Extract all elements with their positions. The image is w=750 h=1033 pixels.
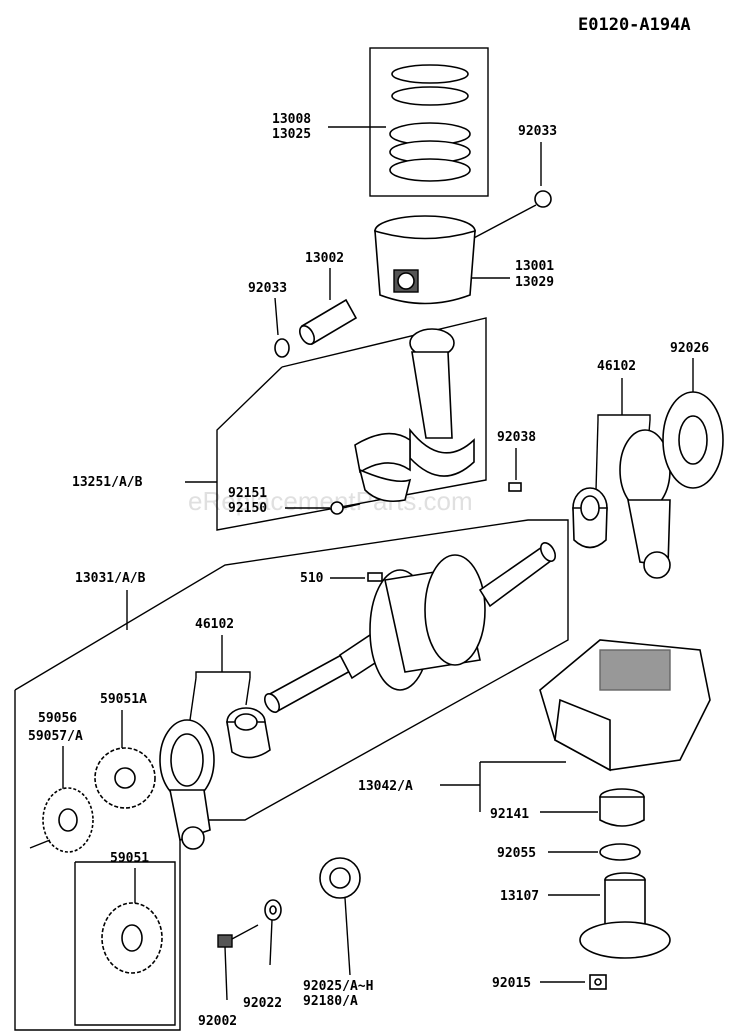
label-13001: 13001: [515, 259, 554, 274]
label-13251: 13251/A/B: [72, 475, 143, 490]
label-59051: 59051: [110, 851, 149, 866]
gear-59051: [101, 902, 163, 974]
label-46102-mid: 46102: [195, 617, 234, 632]
bearing-mid: [226, 707, 271, 759]
label-92151: 92151: [228, 486, 267, 501]
bushing-92141: [599, 788, 645, 827]
label-92015: 92015: [492, 976, 531, 991]
washer-92022: [264, 899, 282, 921]
gear-59051A: [94, 747, 156, 809]
piston-pin: [298, 298, 358, 346]
shim-washer: [319, 857, 361, 899]
label-13031: 13031/A/B: [75, 571, 146, 586]
label-92025: 92025/A~H: [303, 979, 373, 994]
piston-rings: [369, 47, 489, 197]
label-92002: 92002: [198, 1014, 237, 1029]
label-59056: 59056: [38, 711, 77, 726]
shaft-13107: [579, 872, 671, 959]
nut-92015: [589, 974, 607, 990]
piston: [374, 215, 476, 305]
bolt-92002: [217, 924, 259, 948]
crankcase-cradle: [539, 639, 711, 772]
label-92141: 92141: [490, 807, 529, 822]
label-92055: 92055: [497, 846, 536, 861]
connecting-rod-box: [216, 317, 487, 531]
piston-rings-box: [369, 47, 489, 197]
crankshaft: [263, 542, 557, 714]
bearing-right: [572, 487, 608, 549]
label-92022: 92022: [243, 996, 282, 1011]
label-92033-left: 92033: [248, 281, 287, 296]
label-92026: 92026: [670, 341, 709, 356]
rod-bolts: [330, 501, 361, 515]
balancer-weight-left: [159, 719, 215, 850]
label-92150: 92150: [228, 501, 267, 516]
label-92038: 92038: [497, 430, 536, 445]
label-13008: 13008: [272, 112, 311, 127]
piston-pin-clip-left: [274, 338, 290, 358]
label-46102-top: 46102: [597, 359, 636, 374]
label-92180: 92180/A: [303, 994, 358, 1009]
label-92033-top: 92033: [518, 124, 557, 139]
gear-59056: [42, 787, 94, 853]
woodruff-key: [508, 482, 522, 492]
label-13002: 13002: [305, 251, 344, 266]
label-13107: 13107: [500, 889, 539, 904]
crankshaft-box: [14, 519, 569, 1031]
label-13042: 13042/A: [358, 779, 413, 794]
diagram-code: E0120-A194A: [578, 15, 691, 35]
piston-pin-clip-right: [534, 190, 552, 208]
label-59057: 59057/A: [28, 729, 83, 744]
balancer-plate: [662, 391, 724, 489]
balancer-weight-right: [619, 429, 671, 579]
gear-59051-box: [74, 861, 176, 1026]
label-59051A: 59051A: [100, 692, 147, 707]
label-13029: 13029: [515, 275, 554, 290]
label-510: 510: [300, 571, 324, 586]
oring-92055: [599, 843, 641, 861]
label-13025: 13025: [272, 127, 311, 142]
crank-key: [367, 572, 383, 582]
connecting-rod: [354, 328, 475, 503]
